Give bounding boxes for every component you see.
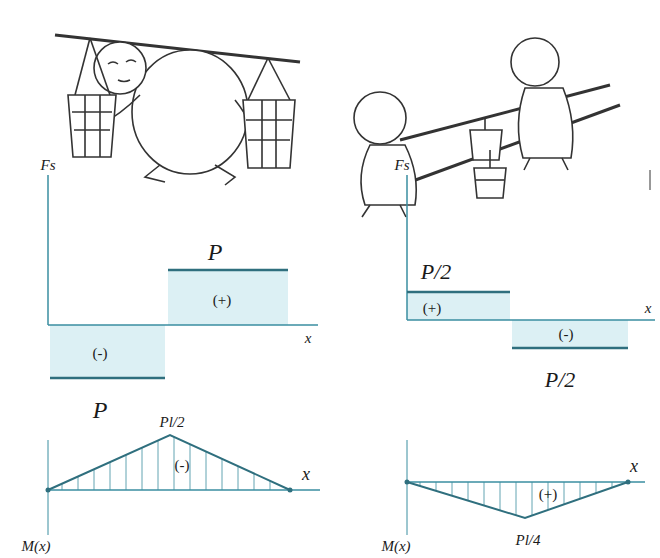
hatch-line <box>78 476 79 490</box>
two-monks-carrying-bucket <box>354 38 650 217</box>
hatch-line <box>126 455 127 490</box>
hatch-line <box>190 444 191 490</box>
axis-label: Fs <box>41 158 56 173</box>
hatch-line <box>254 474 255 491</box>
hatch-line <box>436 482 437 491</box>
sign-mark: (-) <box>175 458 190 473</box>
axis-label: M(x) <box>381 539 410 554</box>
sign-mark: (+) <box>213 293 231 308</box>
hatch-line <box>580 482 581 499</box>
hatch-line <box>500 482 501 510</box>
axis-label: Fs <box>395 158 410 173</box>
hatch-line <box>238 466 239 490</box>
hatch-line <box>206 452 207 491</box>
axis-label: x <box>305 331 312 346</box>
axis-label: x <box>645 301 652 316</box>
moment-value: Pl/4 <box>516 533 541 548</box>
shear-value: P/2 <box>421 261 452 283</box>
axis-label: x <box>630 457 638 475</box>
moment-diagram-right <box>405 440 646 535</box>
hatch-line <box>222 459 223 490</box>
shear-diagram-left <box>48 175 318 378</box>
hatch-line <box>158 440 159 490</box>
shear-value: P <box>93 398 108 422</box>
moment-diagram-left <box>46 435 321 535</box>
hatch-line <box>452 482 453 496</box>
hatch-line <box>94 469 95 490</box>
sign-mark: (+) <box>423 301 441 316</box>
hatch-line <box>532 482 533 516</box>
hatch-line <box>270 481 271 490</box>
hatch-line <box>564 482 565 504</box>
hatch-line <box>174 437 175 490</box>
hatch-line <box>484 482 485 505</box>
hatch-line <box>516 482 517 515</box>
sign-mark: (+) <box>539 487 557 502</box>
axis-label: x <box>302 465 310 483</box>
axis-label: M(x) <box>21 539 50 554</box>
sign-mark: (-) <box>93 346 108 361</box>
shear-value: P <box>208 240 223 264</box>
shear-value: P/2 <box>545 369 576 391</box>
shear-diagram-right <box>407 175 655 348</box>
moment-value: Pl/2 <box>160 415 185 430</box>
monk-carrying-buckets <box>55 35 300 185</box>
hatch-line <box>596 482 597 493</box>
hatch-line <box>142 448 143 490</box>
sign-mark: (-) <box>559 327 574 342</box>
hatch-line <box>468 482 469 501</box>
hatch-line <box>110 462 111 490</box>
